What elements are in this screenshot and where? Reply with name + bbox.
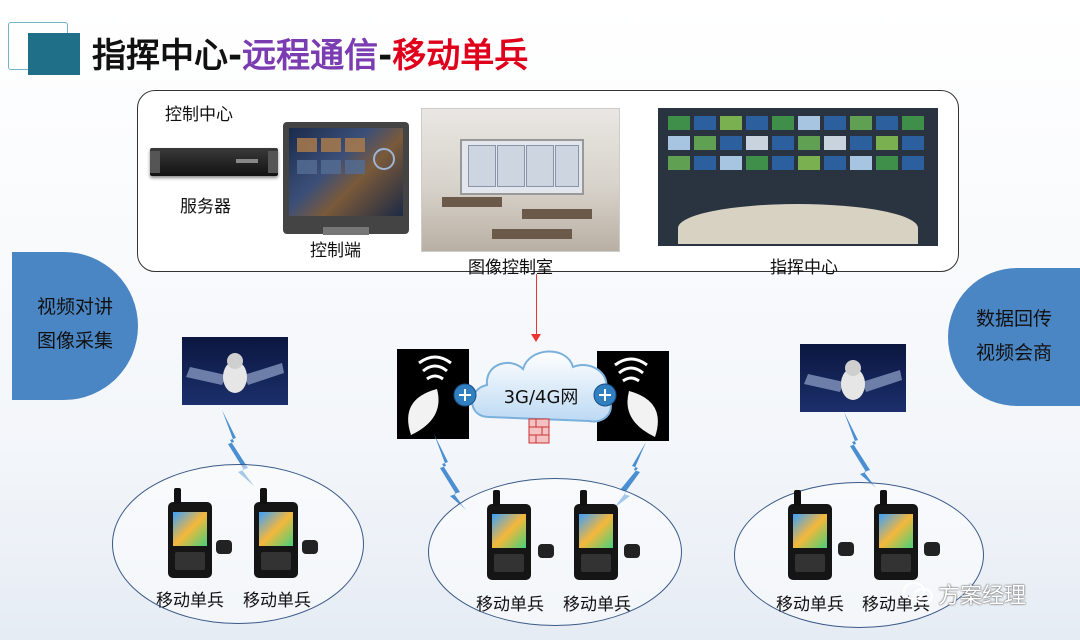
monitor-icon (283, 122, 409, 235)
speaker-mic-icon (538, 544, 554, 558)
title-dash: - (378, 36, 393, 76)
unit-label: 移动单兵 (563, 595, 631, 615)
title-part-mobile: 移动单兵 (392, 36, 529, 76)
client-label: 控制端 (310, 241, 361, 261)
control-center-heading: 控制中心 (165, 105, 233, 125)
arrow-down-icon (531, 334, 541, 342)
radio-terminal-icon (574, 490, 618, 580)
unit-label: 移动单兵 (776, 595, 844, 615)
network-label: 3G/4G网 (503, 387, 579, 408)
satellite-icon (800, 344, 906, 412)
firewall-icon (528, 418, 550, 444)
speaker-mic-icon (924, 542, 940, 556)
unit-label: 移动单兵 (156, 591, 224, 611)
command-label: 指挥中心 (770, 258, 838, 278)
server-icon (150, 148, 278, 176)
router-icon (593, 383, 617, 407)
speaker-mic-icon (302, 540, 318, 554)
command-hall-photo (658, 108, 938, 246)
unit-group-2 (428, 478, 682, 626)
radio-terminal-icon (788, 490, 832, 580)
unit-group-3 (734, 482, 984, 628)
bubble-right-line2: 视频会商 (975, 342, 1052, 364)
lightning-link-icon (614, 442, 646, 508)
radio-terminal-icon (254, 488, 298, 578)
room-label: 图像控制室 (468, 258, 553, 278)
radio-terminal-icon (874, 490, 918, 580)
video-intercom-bubble: 视频对讲 图像采集 (12, 252, 138, 400)
control-room-photo (421, 108, 620, 252)
data-return-bubble: 数据回传 视频会商 (948, 268, 1080, 406)
title-decoration-square (28, 33, 80, 75)
bubble-left-line1: 视频对讲 (36, 296, 113, 318)
server-label: 服务器 (180, 197, 231, 217)
panel-to-network-link (536, 274, 537, 339)
radio-terminal-icon (168, 488, 212, 578)
watermark-text: 方案经理 (938, 584, 1027, 609)
speaker-mic-icon (624, 544, 640, 558)
satellite-icon (182, 337, 288, 405)
router-icon (453, 383, 477, 407)
speaker-mic-icon (216, 540, 232, 554)
bubble-right-line1: 数据回传 (975, 308, 1052, 330)
bubble-left-line2: 图像采集 (36, 330, 113, 352)
wechat-icon (903, 582, 933, 604)
unit-label: 移动单兵 (243, 591, 311, 611)
unit-group-1 (112, 464, 364, 624)
lightning-link-icon (434, 434, 466, 510)
speaker-mic-icon (838, 542, 854, 556)
title-part-command: 指挥中心- (92, 36, 243, 76)
title-part-remote: 远程通信 (242, 36, 379, 76)
lightning-link-icon (844, 412, 876, 488)
radio-terminal-icon (487, 490, 531, 580)
unit-label: 移动单兵 (476, 595, 544, 615)
page-title: 指挥中心-远程通信-移动单兵 (92, 28, 528, 77)
unit-label: 移动单兵 (862, 595, 930, 615)
